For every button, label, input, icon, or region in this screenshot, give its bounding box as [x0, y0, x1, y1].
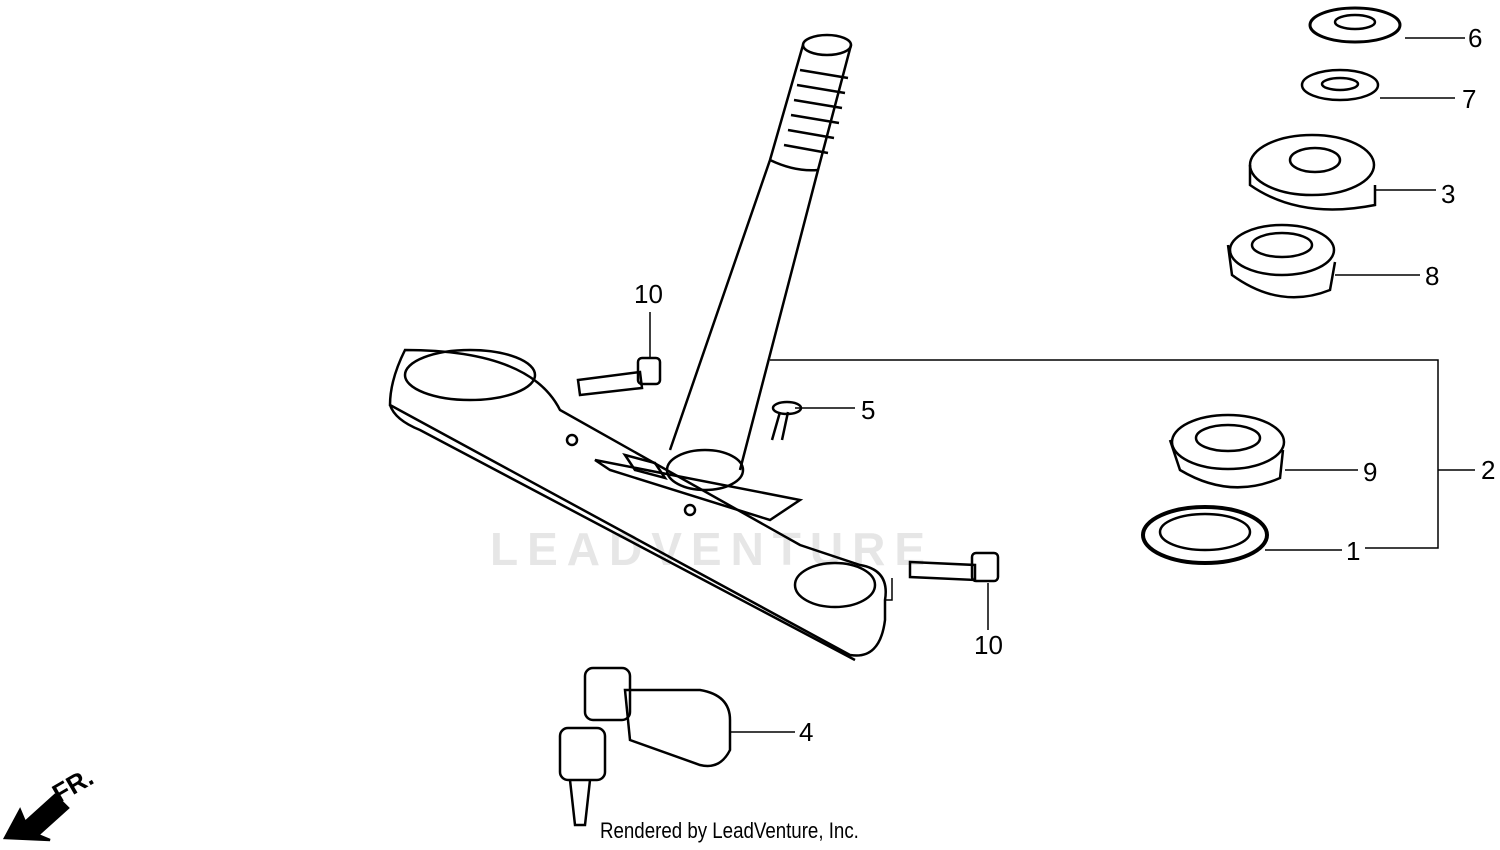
- bottom-bridge: [388, 348, 887, 662]
- lock-nut-6: [1308, 6, 1402, 44]
- callout-5[interactable]: 5: [861, 395, 876, 425]
- lock-washer-7: [1300, 68, 1380, 102]
- dust-seal-1: [1141, 505, 1269, 565]
- callout-3[interactable]: 3: [1441, 179, 1456, 209]
- callout-1[interactable]: 1: [1346, 536, 1361, 566]
- bearing-9: [1168, 413, 1286, 489]
- front-arrow-icon: [2, 793, 70, 842]
- callout-10-bottom[interactable]: 10: [974, 630, 1003, 660]
- callout-2[interactable]: 2: [1481, 455, 1496, 485]
- steering-stem: [665, 33, 853, 492]
- leader-lines: [649, 37, 1475, 733]
- callout-10-top[interactable]: 10: [634, 279, 663, 309]
- bolt-10-top: [576, 356, 662, 397]
- callout-8[interactable]: 8: [1425, 261, 1440, 291]
- adjusting-nut-3: [1248, 133, 1377, 211]
- callout-7[interactable]: 7: [1462, 84, 1477, 114]
- lock-set-4: [558, 666, 732, 827]
- callout-6[interactable]: 6: [1468, 23, 1483, 53]
- footer-credit: Rendered by LeadVenture, Inc.: [600, 818, 859, 843]
- callout-9[interactable]: 9: [1363, 457, 1378, 487]
- bolt-10-bottom: [908, 551, 1000, 583]
- callout-4[interactable]: 4: [799, 717, 814, 747]
- bearing-8: [1226, 223, 1337, 299]
